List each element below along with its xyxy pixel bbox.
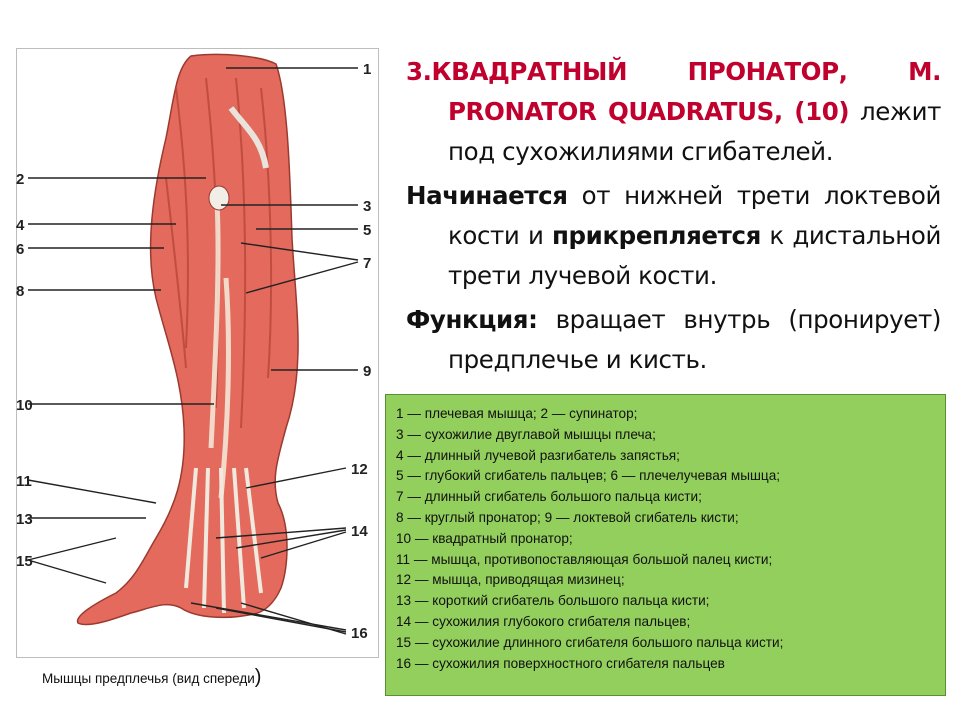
origin-bold2: прикрепляется — [552, 221, 761, 250]
origin-paragraph: Начинается от нижней трети локтевой кост… — [406, 176, 941, 296]
label-8: 8 — [16, 283, 24, 300]
forearm-illustration: 1 2 3 4 5 6 7 8 9 10 11 12 13 14 15 16 — [16, 48, 379, 658]
label-12: 12 — [351, 461, 368, 478]
origin-bold1: Начинается — [406, 181, 568, 210]
heading-part1: 3.КВАДРАТНЫЙ — [406, 57, 628, 86]
label-11: 11 — [16, 473, 32, 490]
label-9: 9 — [363, 363, 371, 380]
label-10: 10 — [16, 397, 33, 414]
legend-line: 10 — квадратный пронатор; — [396, 530, 573, 546]
heading-paragraph: 3.КВАДРАТНЫЙ ПРОНАТОР, M. PRONATOR QUADR… — [406, 52, 941, 172]
label-2: 2 — [16, 171, 24, 188]
function-bold: Функция: — [406, 305, 538, 334]
label-6: 6 — [16, 241, 24, 258]
caption-paren: ) — [254, 666, 262, 688]
label-7: 7 — [363, 255, 371, 272]
heading-part4: PRONATOR QUADRATUS, (10) — [448, 97, 850, 126]
legend-line: 8 — круглый пронатор; 9 — локтевой сгиба… — [396, 509, 739, 525]
origin-text2: к дистальной трети лучевой кости. — [448, 221, 941, 290]
legend-line: 15 — сухожилие длинного сгибателя большо… — [396, 634, 784, 650]
legend-line: 3 — сухожилие двуглавой мышцы плеча; — [396, 426, 656, 442]
label-16: 16 — [351, 625, 368, 642]
legend-line: 16 — сухожилия поверхностного сгибателя … — [396, 655, 725, 671]
legend-line: 7 — длинный сгибатель большого пальца ки… — [396, 489, 702, 505]
label-14: 14 — [351, 523, 368, 540]
function-text: вращает внутрь (пронирует) предплечье и … — [448, 305, 941, 374]
label-3: 3 — [363, 198, 371, 215]
legend-box: 1 — плечевая мышца; 2 — супинатор; 3 — с… — [385, 394, 946, 696]
label-1: 1 — [363, 61, 371, 78]
heading-part5: лежит под сухожилиями сгибателей. — [448, 97, 941, 166]
label-5: 5 — [363, 222, 371, 239]
label-15: 15 — [16, 553, 33, 570]
caption-text: Мышцы предплечья (вид спереди — [42, 671, 255, 686]
heading-continuation: PRONATOR QUADRATUS, (10) лежит под сухож… — [406, 92, 941, 172]
main-text: 3.КВАДРАТНЫЙ ПРОНАТОР, M. PRONATOR QUADR… — [406, 52, 941, 384]
heading-part3: M. — [908, 57, 941, 86]
function-paragraph: Функция: вращает внутрь (пронирует) пред… — [406, 300, 941, 380]
forearm-muscles-figure: 1 2 3 4 5 6 7 8 9 10 11 12 13 14 15 16 — [16, 48, 379, 658]
legend-line: 14 — сухожилия глубокого сгибателя пальц… — [396, 613, 691, 629]
legend-line: 4 — длинный лучевой разгибатель запястья… — [396, 447, 680, 463]
figure-caption: Мышцы предплечья (вид спереди) — [42, 666, 261, 689]
label-13: 13 — [16, 511, 33, 528]
heading-part2: ПРОНАТОР, — [687, 57, 848, 86]
legend-line: 13 — короткий сгибатель большого пальца … — [396, 593, 710, 609]
heading-first-line: 3.КВАДРАТНЫЙ ПРОНАТОР, M. — [406, 52, 941, 92]
legend-line: 1 — плечевая мышца; 2 — супинатор; — [396, 406, 638, 421]
legend-line: 12 — мышца, приводящая мизинец; — [396, 572, 625, 588]
label-4: 4 — [16, 217, 25, 234]
legend-line: 11 — мышца, противопоставляющая большой … — [396, 551, 773, 567]
legend-line: 5 — глубокий сгибатель пальцев; 6 — плеч… — [396, 468, 781, 484]
origin-text1: от нижней трети локтевой кости и — [448, 181, 941, 250]
